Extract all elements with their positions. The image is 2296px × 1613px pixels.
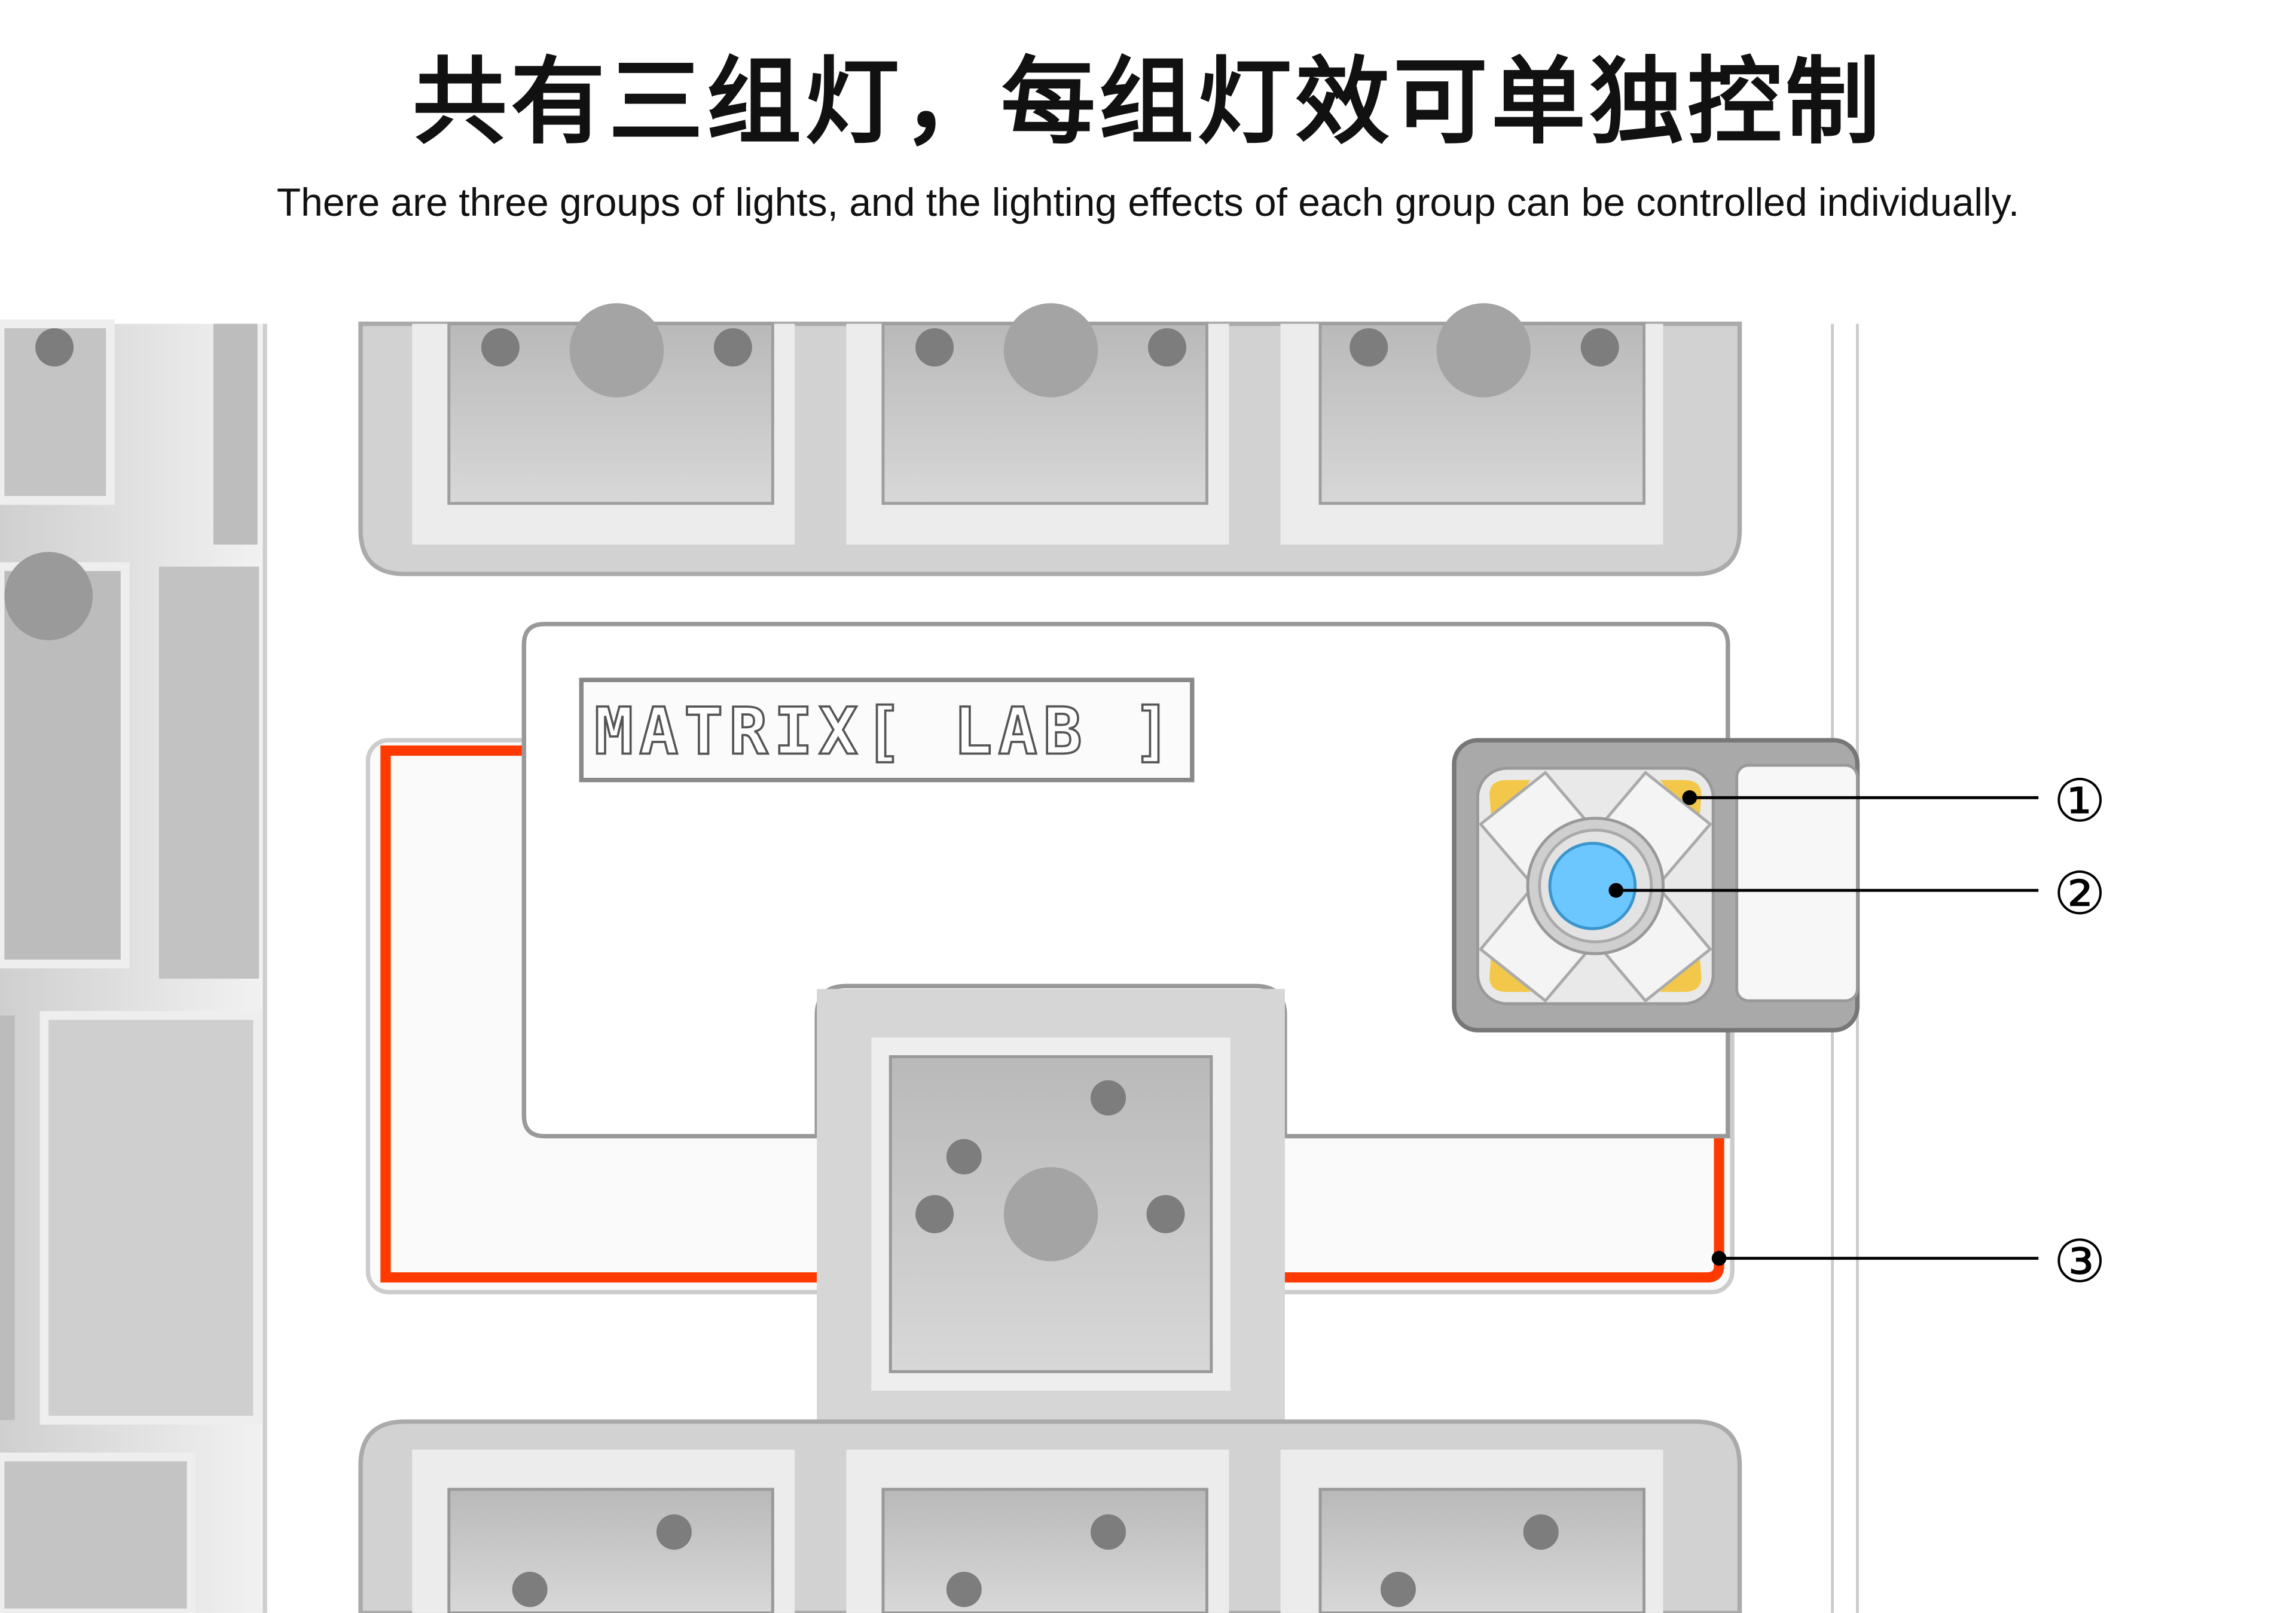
led-module xyxy=(1452,738,1860,1032)
logo-text: MATRIX[ LAB ] xyxy=(594,693,1178,769)
logo-plate: MATRIX[ LAB ] xyxy=(579,677,1195,783)
center-led xyxy=(1548,842,1637,930)
center-key-well xyxy=(817,989,1285,1431)
key-well xyxy=(846,303,1229,545)
edge-light-strip xyxy=(380,745,1724,1283)
page-subtitle: There are three groups of lights, and th… xyxy=(276,180,2020,224)
callout-2-label: ② xyxy=(2053,860,2106,928)
page-title: 共有三组灯，每组灯效可单独控制 xyxy=(413,47,1883,157)
callout-3: ③ xyxy=(1711,1228,2106,1296)
left-keyboard-section xyxy=(0,319,267,1613)
callout-2: ② xyxy=(1608,860,2106,928)
bottom-key-row xyxy=(358,1419,1742,1613)
callout-3-label: ③ xyxy=(2053,1228,2106,1296)
callout-1: ① xyxy=(1682,768,2106,836)
callout-1-label: ① xyxy=(2053,768,2106,836)
key-well xyxy=(412,303,795,545)
key-well xyxy=(1280,303,1663,545)
top-key-row xyxy=(358,303,1742,576)
